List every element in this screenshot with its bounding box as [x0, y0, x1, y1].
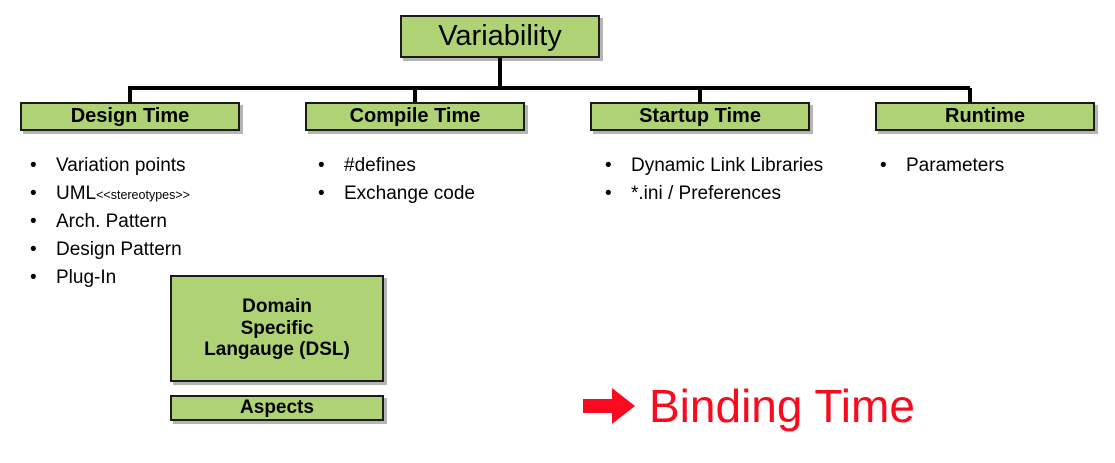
list-item: • Plug-In — [30, 264, 280, 292]
node-runtime-label: Runtime — [945, 105, 1025, 127]
list-item: • Parameters — [880, 152, 1105, 180]
bullet-list-runtime: • Parameters — [880, 152, 1105, 180]
list-item: • Design Pattern — [30, 236, 280, 264]
list-item-label: Exchange code — [344, 182, 475, 204]
bullet-icon: • — [605, 155, 612, 176]
list-item: • UML<<stereotypes>> — [30, 180, 280, 208]
bullet-icon: • — [30, 266, 37, 288]
list-item-label: Design Pattern — [56, 238, 182, 260]
bullet-icon: • — [30, 155, 37, 176]
node-aspects-label: Aspects — [240, 397, 314, 419]
node-aspects: Aspects — [170, 395, 384, 421]
list-item: • Variation points — [30, 152, 280, 180]
bullet-icon: • — [30, 210, 37, 232]
node-compile-time: Compile Time — [305, 102, 525, 131]
list-item: • Dynamic Link Libraries — [605, 152, 860, 180]
list-item-label: Dynamic Link Libraries — [631, 155, 824, 176]
bullet-icon: • — [318, 155, 325, 176]
list-item-label: UML<<stereotypes>> — [56, 180, 280, 208]
connector-root-stem — [498, 58, 502, 89]
right-arrow-icon — [583, 386, 635, 426]
node-dsl-line2: Specific — [240, 317, 314, 339]
list-item-label: Plug-In — [56, 266, 117, 288]
list-item-label: Arch. Pattern — [56, 210, 167, 232]
list-item-label: Variation points — [56, 155, 186, 176]
list-item-label: Parameters — [906, 155, 1005, 176]
node-runtime: Runtime — [875, 102, 1095, 131]
connector-drop-runtime — [968, 88, 972, 103]
node-variability-label: Variability — [438, 19, 562, 52]
node-design-time: Design Time — [20, 102, 240, 131]
node-domain-specific-language: Domain Specific Langauge (DSL) — [170, 275, 384, 382]
list-item-label: *.ini / Preferences — [631, 182, 781, 204]
bullet-icon: • — [880, 155, 887, 176]
list-item-stereotype: <<stereotypes>> — [96, 187, 190, 202]
node-variability: Variability — [400, 15, 600, 58]
bullet-icon: • — [605, 182, 612, 204]
node-compile-time-label: Compile Time — [349, 105, 481, 127]
connector-drop-compile-time — [413, 88, 417, 103]
bullet-icon: • — [30, 238, 37, 260]
list-item: • #defines — [318, 152, 558, 180]
list-item: • *.ini / Preferences — [605, 180, 860, 208]
list-item-text: UML — [56, 182, 97, 204]
list-item: • Arch. Pattern — [30, 208, 280, 236]
connector-drop-design-time — [128, 88, 132, 103]
connector-horizontal-bus — [128, 86, 970, 90]
bullet-icon: • — [318, 182, 325, 204]
callout-binding-time-label: Binding Time — [649, 380, 915, 432]
bullet-icon: • — [30, 182, 37, 204]
node-startup-time-label: Startup Time — [639, 105, 761, 127]
bullet-list-compile-time: • #defines • Exchange code — [318, 152, 558, 208]
bullet-list-startup-time: • Dynamic Link Libraries • *.ini / Prefe… — [605, 152, 860, 208]
connector-drop-startup-time — [698, 88, 702, 103]
node-dsl-line3: Langauge (DSL) — [204, 339, 350, 361]
callout-binding-time: Binding Time — [583, 383, 915, 429]
bullet-list-design-time: • Variation points • UML<<stereotypes>> … — [30, 152, 280, 292]
list-item-label: #defines — [344, 155, 416, 176]
node-startup-time: Startup Time — [590, 102, 810, 131]
node-design-time-label: Design Time — [70, 105, 190, 127]
list-item: • Exchange code — [318, 180, 558, 208]
node-dsl-line1: Domain — [242, 295, 312, 317]
